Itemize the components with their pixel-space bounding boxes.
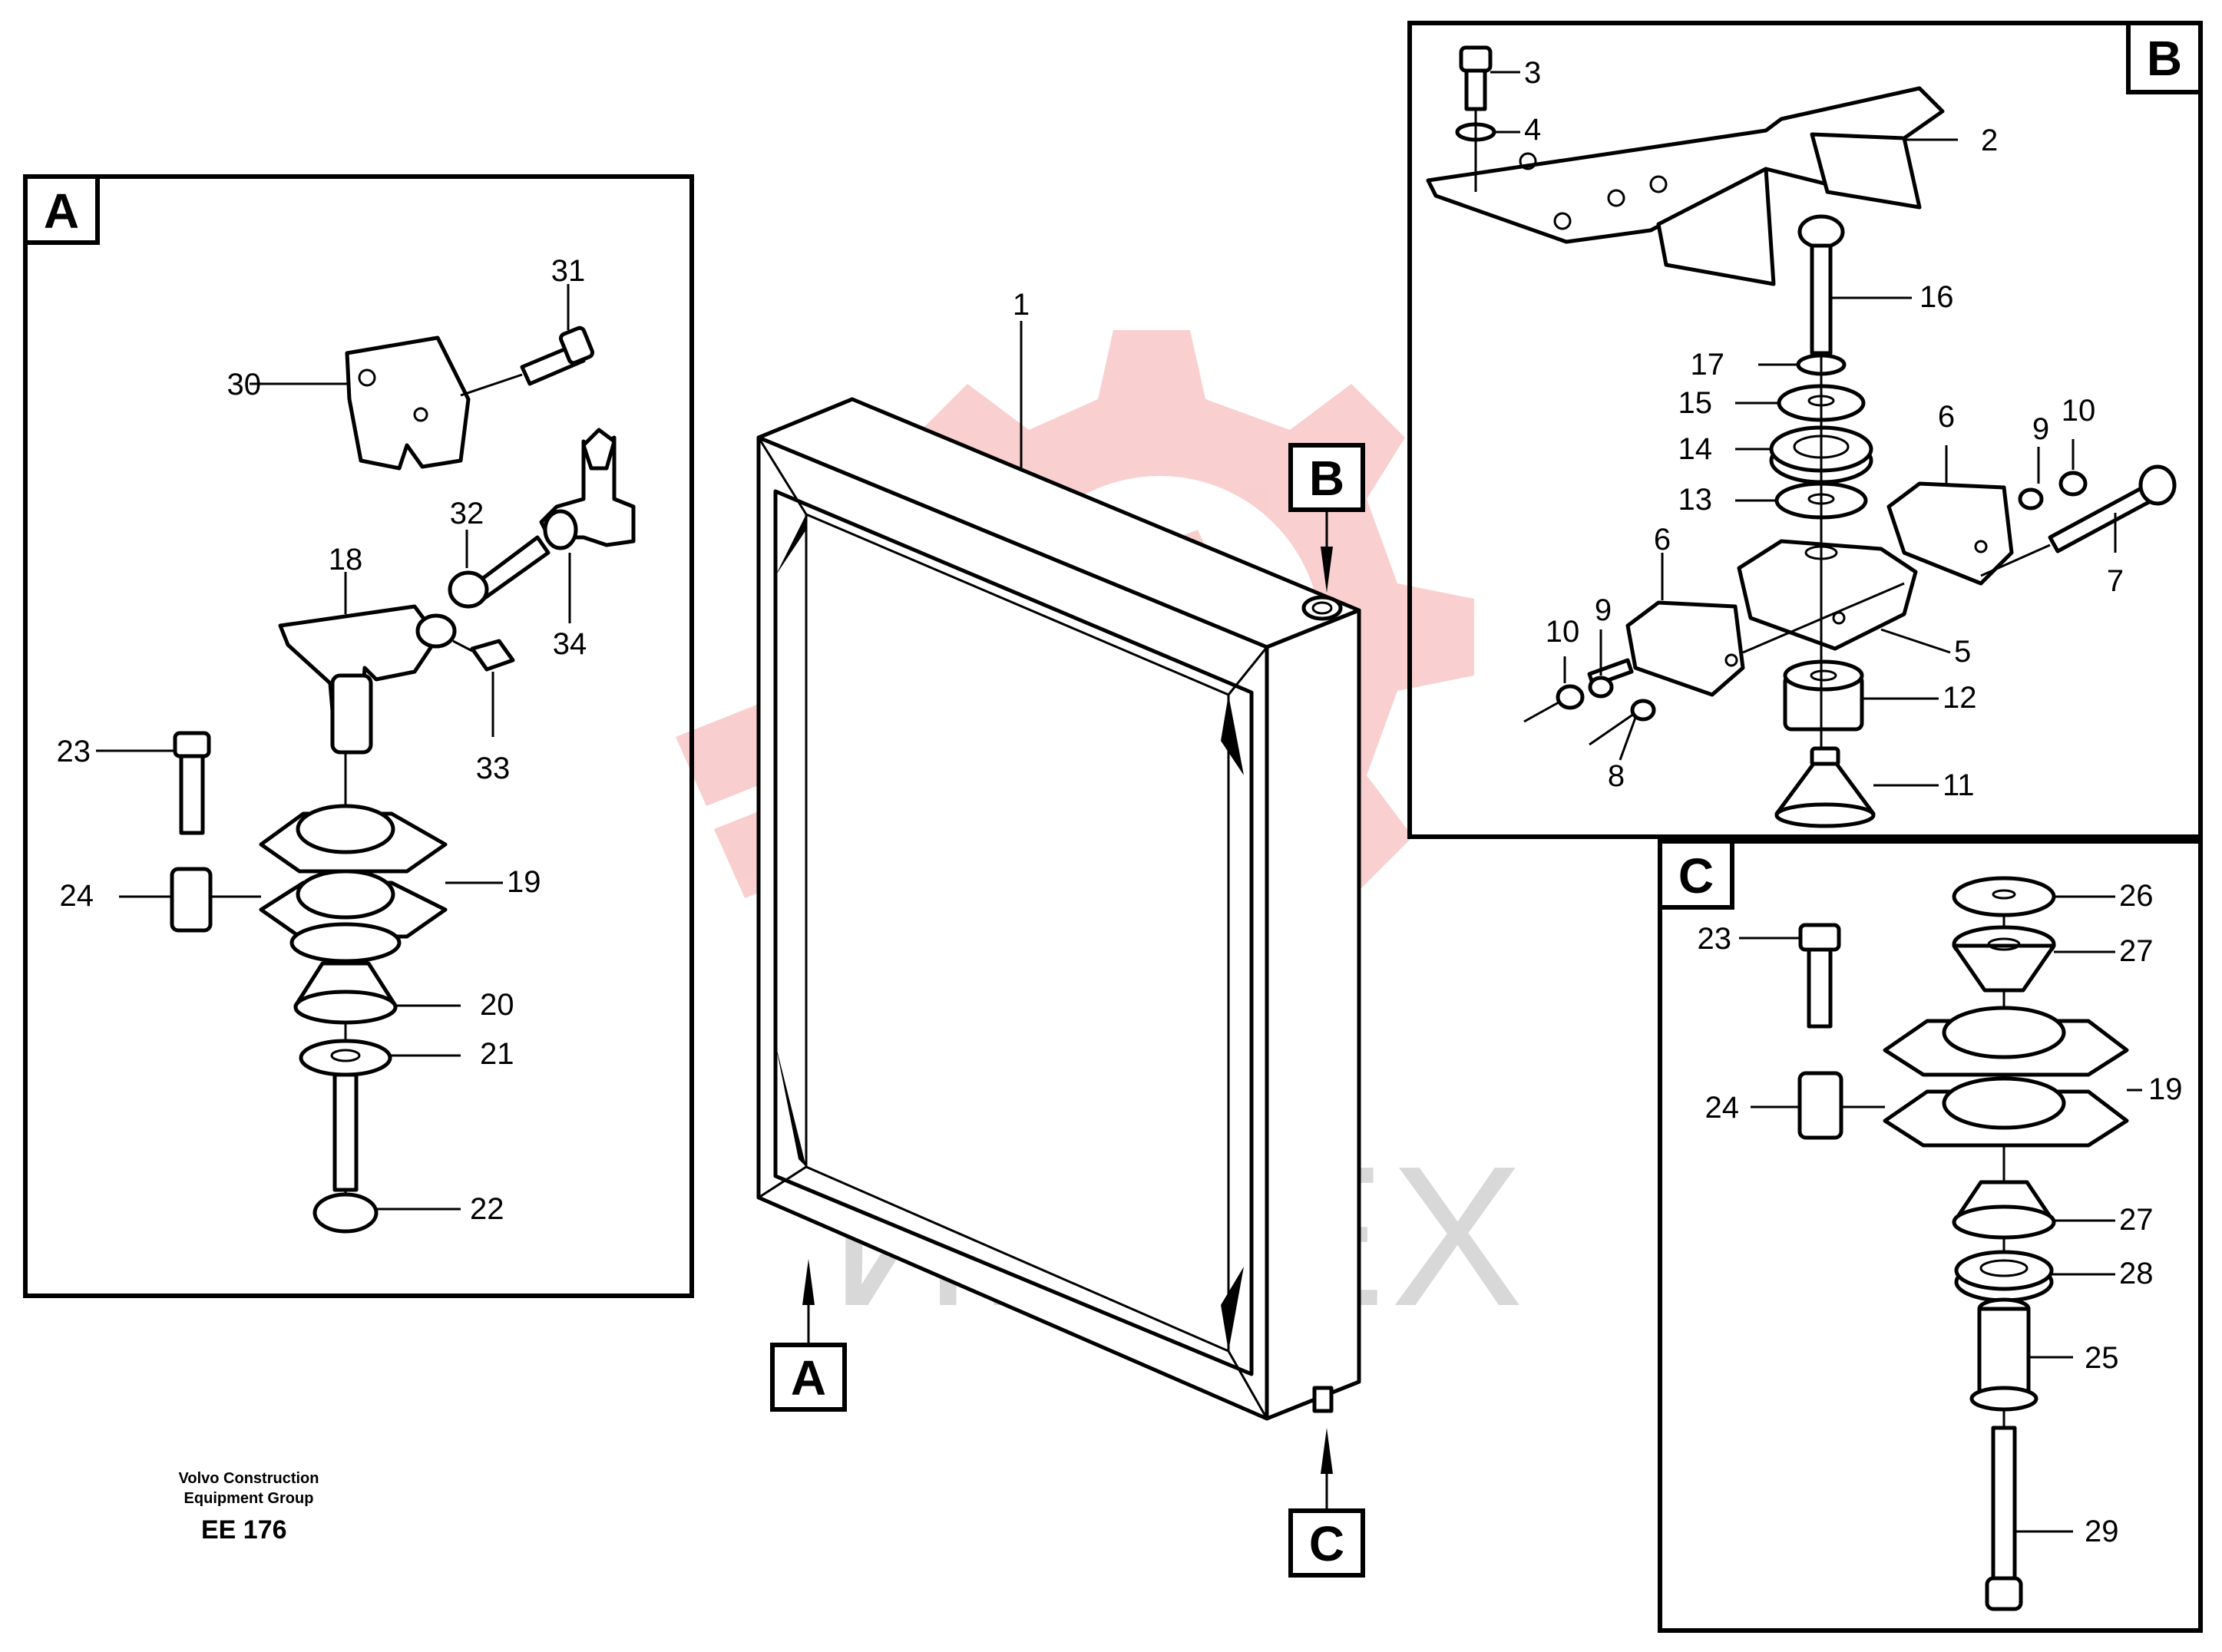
view-ref-c: C	[1288, 1508, 1365, 1578]
svg-text:21: 21	[480, 1037, 514, 1071]
part-28-bushing	[1954, 1250, 2054, 1303]
svg-text:A: A	[791, 1350, 826, 1406]
svg-text:26: 26	[2119, 879, 2154, 913]
svg-text:24: 24	[60, 879, 94, 913]
callout-1: 1	[1013, 288, 1030, 322]
svg-text:28: 28	[2119, 1257, 2154, 1290]
view-ref-a: A	[770, 1343, 847, 1412]
part-8-washer	[1630, 699, 1656, 722]
svg-text:6: 6	[1654, 523, 1671, 557]
view-ref-b: B	[1288, 443, 1365, 512]
part-9-washer-left	[1588, 676, 1614, 699]
part-27-cone-bottom	[1952, 1180, 2056, 1240]
part-2-bracket	[1426, 86, 1945, 286]
detail-frame-b	[1407, 21, 2203, 839]
part-12-spacer	[1783, 659, 1864, 732]
part-16-bolt	[1797, 214, 1845, 355]
svg-text:12: 12	[1943, 681, 1977, 715]
svg-text:23: 23	[57, 735, 91, 768]
part-30-bracket-plate	[345, 335, 471, 471]
svg-text:13: 13	[1678, 483, 1713, 517]
part-24-sleeve-c	[1797, 1071, 1843, 1140]
svg-text:4: 4	[1524, 113, 1541, 147]
part-6-damper-right	[1886, 481, 2014, 586]
detail-frame-c	[1658, 839, 2203, 1633]
detail-label-a: A	[23, 174, 100, 245]
svg-text:14: 14	[1678, 432, 1713, 466]
part-18-handle	[278, 604, 457, 755]
part-6-damper-left	[1587, 600, 1745, 697]
svg-text:B: B	[2147, 31, 2182, 86]
svg-text:10: 10	[2062, 394, 2096, 428]
part-29-bolt	[1985, 1426, 2023, 1611]
part-32-spring	[448, 535, 551, 609]
svg-text:C: C	[1309, 1516, 1344, 1571]
part-27-cone-top	[1952, 925, 2056, 993]
drawing-code: EE 176	[201, 1515, 287, 1545]
part-31-bolt	[520, 325, 595, 386]
part-10-nut-left	[1556, 684, 1585, 710]
svg-text:33: 33	[476, 752, 511, 785]
detail-label-b: B	[2126, 21, 2203, 94]
svg-text:11: 11	[1943, 768, 1975, 802]
svg-text:17: 17	[1691, 348, 1725, 382]
svg-text:31: 31	[551, 254, 586, 288]
part-7-long-bolt	[2048, 464, 2177, 553]
svg-text:23: 23	[1698, 922, 1732, 956]
svg-text:5: 5	[1954, 635, 1971, 669]
part-23-bolt-c	[1798, 923, 1841, 1029]
part-26-washer	[1952, 876, 2056, 917]
svg-text:10: 10	[1546, 615, 1580, 649]
part-21-washer	[299, 1039, 392, 1077]
svg-text:9: 9	[1595, 593, 1612, 627]
part-19-rubber-mount-c	[1883, 1006, 2129, 1148]
part-9-washer-right	[2018, 487, 2044, 510]
company-name-line1: Volvo Construction	[179, 1470, 319, 1487]
part-19-rubber-mount-a	[259, 804, 448, 963]
part-23-bolt-a	[173, 731, 211, 835]
radiator-frame	[756, 397, 1361, 1421]
svg-text:8: 8	[1608, 759, 1625, 793]
svg-text:7: 7	[2107, 564, 2124, 598]
svg-text:19: 19	[2148, 1072, 2183, 1106]
svg-text:A: A	[44, 183, 79, 239]
part-34-lever	[539, 428, 636, 550]
part-5-mounting-block	[1737, 539, 1918, 651]
part-25-spacer-sleeve	[1969, 1297, 2038, 1412]
svg-text:18: 18	[329, 543, 363, 577]
svg-text:20: 20	[480, 988, 514, 1022]
part-20-cone	[293, 961, 398, 1025]
svg-text:C: C	[1678, 848, 1714, 904]
svg-text:25: 25	[2085, 1341, 2119, 1375]
company-name-line2: Equipment Group	[184, 1490, 314, 1507]
part-10-nut-right	[2058, 471, 2088, 497]
part-22-bolt	[312, 1072, 379, 1234]
svg-text:32: 32	[450, 497, 484, 530]
svg-text:6: 6	[1938, 400, 1955, 434]
part-24-sleeve-a	[170, 867, 213, 933]
svg-text:2: 2	[1981, 124, 1998, 157]
part-33-pin	[452, 639, 515, 672]
svg-text:22: 22	[470, 1192, 504, 1226]
svg-text:16: 16	[1919, 280, 1954, 314]
svg-text:24: 24	[1705, 1091, 1740, 1125]
part-11-cone	[1774, 746, 1876, 828]
svg-text:30: 30	[227, 368, 262, 401]
detail-label-c: C	[1658, 839, 1734, 910]
svg-text:27: 27	[2119, 1203, 2154, 1237]
svg-text:34: 34	[553, 627, 587, 661]
svg-text:27: 27	[2119, 934, 2154, 968]
svg-text:15: 15	[1678, 386, 1713, 420]
detail-frame-a	[23, 174, 694, 1298]
svg-text:B: B	[1309, 451, 1344, 506]
part-3-bolt	[1459, 45, 1493, 111]
svg-text:29: 29	[2085, 1515, 2119, 1548]
svg-text:19: 19	[507, 865, 541, 899]
svg-text:9: 9	[2032, 412, 2049, 446]
svg-text:3: 3	[1524, 56, 1541, 90]
